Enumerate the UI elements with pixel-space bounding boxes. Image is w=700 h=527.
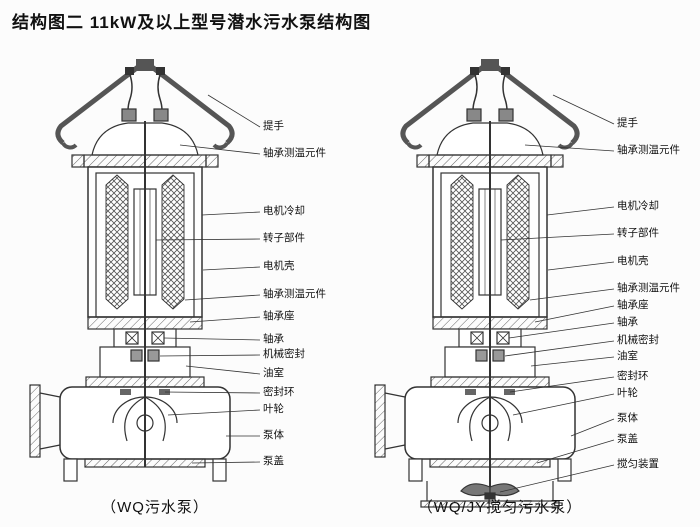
label-oil-chamber: 油室 [263, 367, 284, 379]
label-mechanical-seal: 机械密封 [617, 334, 659, 346]
label-handle: 提手 [617, 117, 638, 129]
label-motor-cooling: 电机冷却 [617, 200, 659, 212]
label-seal-ring: 密封环 [263, 386, 295, 398]
label-seal-ring: 密封环 [617, 370, 649, 382]
label-impeller: 叶轮 [263, 403, 284, 415]
label-bearing-temp-sensor-upper: 轴承测温元件 [263, 147, 326, 159]
label-motor-shell: 电机壳 [263, 260, 295, 272]
label-handle: 提手 [263, 120, 284, 132]
label-pump-cover: 泵盖 [617, 433, 638, 445]
pump-diagram-wqjy [375, 59, 577, 481]
label-bearing-temp-sensor-lower: 轴承测温元件 [263, 288, 326, 300]
label-bearing-temp-sensor-upper: 轴承测温元件 [617, 144, 680, 156]
label-bearing: 轴承 [263, 333, 284, 345]
label-rotor-assembly: 转子部件 [617, 227, 659, 239]
label-pump-cover: 泵盖 [263, 455, 284, 467]
label-bearing: 轴承 [617, 316, 638, 328]
label-bearing-seat: 轴承座 [617, 299, 649, 311]
caption-wqjy-pump: （WQ/JY搅匀污水泵） [417, 499, 583, 516]
label-agitator-device: 搅匀装置 [617, 458, 659, 470]
leader-lines [155, 94, 615, 493]
pump-diagram-wq [30, 59, 232, 481]
label-motor-cooling: 电机冷却 [263, 205, 305, 217]
label-mechanical-seal: 机械密封 [263, 348, 305, 360]
label-pump-body: 泵体 [617, 412, 638, 424]
label-oil-chamber: 油室 [617, 350, 638, 362]
caption-wq-pump: （WQ污水泵） [101, 499, 209, 516]
label-bearing-temp-sensor-lower: 轴承测温元件 [617, 282, 680, 294]
label-motor-shell: 电机壳 [617, 255, 649, 267]
label-pump-body: 泵体 [263, 429, 284, 441]
label-bearing-seat: 轴承座 [263, 310, 295, 322]
page-title: 结构图二 11kW及以上型号潜水污水泵结构图 [12, 13, 372, 32]
label-rotor-assembly: 转子部件 [263, 232, 305, 244]
label-impeller: 叶轮 [617, 387, 638, 399]
